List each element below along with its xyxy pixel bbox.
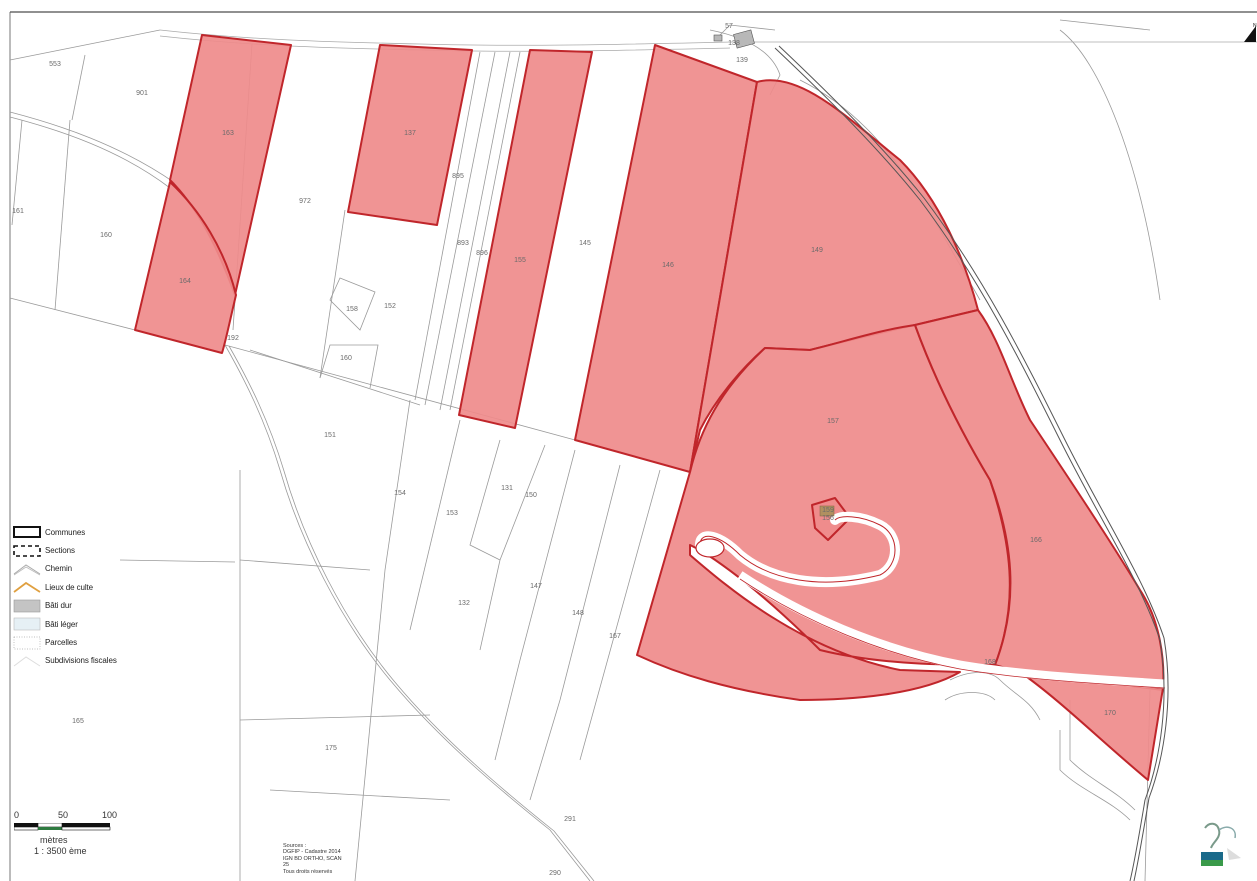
label-138: 138 [728, 40, 740, 47]
legend-label-lieux-de-culte: Lieux de culte [45, 582, 93, 592]
legend-label-communes: Communes [45, 527, 86, 537]
label-166: 166 [1030, 537, 1042, 544]
map-legend: Communes Sections Chemin Lieux de culte … [12, 523, 162, 670]
parcel-170[interactable] [1019, 671, 1164, 781]
hard-building-icon [12, 599, 42, 613]
east-road [737, 571, 1166, 689]
label-168: 168 [984, 659, 996, 666]
scale-bar: 0 50 100 mètres 1 : 3500 ème [10, 808, 140, 878]
parcel-lines [9, 19, 1161, 881]
north-arrow-icon: N [1244, 23, 1257, 42]
legend-label-bati-dur: Bâti dur [45, 601, 72, 611]
legend-label-subdivisions-fiscales: Subdivisions fiscales [45, 656, 117, 666]
label-553: 553 [49, 61, 61, 68]
label-139: 139 [736, 57, 748, 64]
label-170: 170 [1104, 710, 1116, 717]
label-160-west: 160 [100, 232, 112, 239]
svg-text:N: N [1253, 23, 1257, 29]
label-137: 137 [404, 130, 416, 137]
label-896: 896 [476, 250, 488, 257]
top-road [159, 29, 1257, 52]
legend-item-chemin: Chemin [12, 560, 162, 578]
parcel-labels: 553 901 163 161 160 164 192 972 137 895 … [12, 23, 1116, 877]
label-175: 175 [325, 745, 337, 752]
commune-boundary [774, 45, 1169, 881]
legend-item-bati-leger: Bâti léger [12, 615, 162, 633]
label-972: 972 [299, 198, 311, 205]
legend-label-sections: Sections [45, 546, 75, 556]
scale-tick-50: 50 [58, 810, 69, 820]
label-153: 153 [446, 510, 458, 517]
east-road-edge [739, 578, 1166, 689]
building-158 [819, 505, 835, 517]
fiscal-subdivision-icon [12, 654, 42, 668]
label-152: 152 [384, 303, 396, 310]
label-148: 148 [572, 610, 584, 617]
parcel-137[interactable] [347, 44, 473, 226]
worship-place-icon [12, 580, 42, 594]
map-sources: Sources : DGFIP - Cadastre 2014 IGN BD O… [283, 843, 373, 875]
hard-building [733, 29, 755, 49]
sources-line-5: Tous droits réservés [283, 868, 333, 875]
label-290: 290 [549, 870, 561, 877]
label-145: 145 [579, 240, 591, 247]
scale-bar-graphic [14, 823, 111, 831]
label-163: 163 [222, 130, 234, 137]
label-160: 160 [340, 355, 352, 362]
organization-logo-icon [1201, 822, 1241, 866]
parcel-164[interactable] [134, 181, 237, 354]
label-161: 161 [12, 208, 24, 215]
label-159: 159 [822, 507, 834, 514]
legend-item-parcelles: Parcelles [12, 633, 162, 651]
label-167: 167 [609, 633, 621, 640]
scale-tick-100: 100 [102, 810, 118, 820]
sources-line-1: Sources : [283, 843, 307, 849]
parcel-icon [12, 636, 42, 650]
hairpin-road-edge [699, 516, 896, 583]
legend-item-sections: Sections [12, 541, 162, 559]
scale-unit: mètres [40, 835, 68, 845]
parcel-155[interactable] [458, 49, 593, 429]
label-131: 131 [501, 485, 513, 492]
light-building-icon [12, 617, 42, 631]
sources-line-4: 25 [283, 862, 290, 869]
hard-building-small [713, 34, 723, 42]
label-192: 192 [227, 335, 239, 342]
label-57: 57 [725, 23, 733, 30]
sources-line-2: DGFIP - Cadastre 2014 [283, 849, 341, 856]
label-158-small: 158 [346, 306, 358, 313]
label-157: 157 [827, 418, 839, 425]
commune-boundary-icon [12, 525, 42, 539]
label-164: 164 [179, 278, 191, 285]
road-turnaround [695, 538, 725, 558]
legend-label-bati-leger: Bâti léger [45, 619, 78, 629]
label-155: 155 [514, 257, 526, 264]
legend-label-parcelles: Parcelles [45, 638, 78, 648]
legend-item-lieux-de-culte: Lieux de culte [12, 578, 162, 596]
label-901: 901 [136, 90, 148, 97]
legend-item-bati-dur: Bâti dur [12, 597, 162, 615]
label-893: 893 [457, 240, 469, 247]
label-149: 149 [811, 247, 823, 254]
label-156: 156 [822, 515, 834, 522]
label-291: 291 [564, 816, 576, 823]
label-151: 151 [324, 432, 336, 439]
label-147: 147 [530, 583, 542, 590]
label-132: 132 [458, 600, 470, 607]
legend-item-communes: Communes [12, 523, 162, 541]
label-154: 154 [394, 490, 406, 497]
scale-ratio: 1 : 3500 ème [34, 846, 87, 856]
label-150: 150 [525, 492, 537, 499]
legend-item-subdivisions-fiscales: Subdivisions fiscales [12, 652, 162, 670]
sources-line-3: IGN BD ORTHO, SCAN [283, 855, 342, 862]
scale-tick-0: 0 [14, 810, 20, 820]
path-line-icon [12, 562, 42, 576]
label-165: 165 [72, 718, 84, 725]
label-895: 895 [452, 173, 464, 180]
label-146: 146 [662, 262, 674, 269]
section-boundary-icon [12, 544, 42, 558]
legend-label-chemin: Chemin [45, 564, 72, 574]
